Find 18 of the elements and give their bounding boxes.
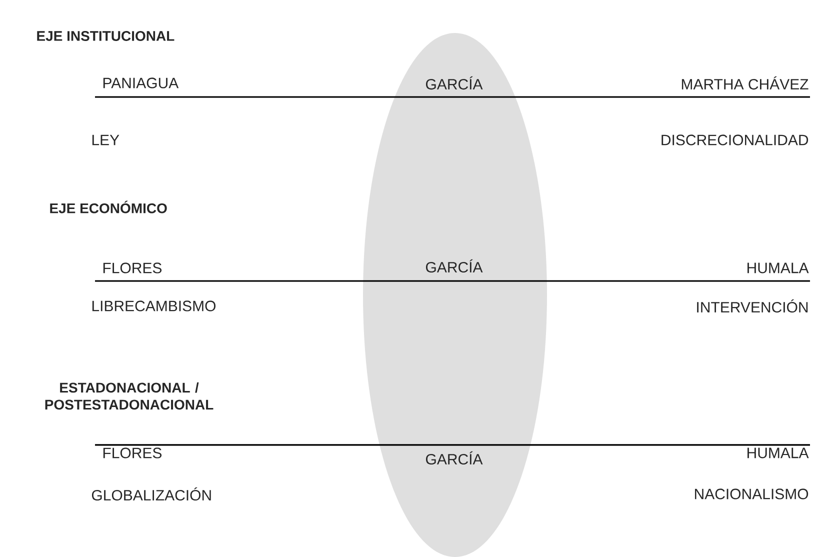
politician-name: FLORES [103, 262, 162, 274]
pole-label: LIBRECAMBISMO [92, 300, 216, 312]
axis-heading: EJE ECONÓMICO [50, 200, 167, 214]
pole-label: INTERVENCIÓN [697, 299, 808, 313]
politician-name: HUMALA [748, 448, 809, 458]
pole-label: NACIONALISMO [695, 488, 808, 500]
politician-name: FLORES [103, 448, 162, 458]
politician-name: PANIAGUA [103, 78, 179, 88]
axis-heading: ESTADONACIONAL / POSTESTADONACIONAL [45, 382, 214, 410]
politician-name: GARCÍA [426, 76, 483, 90]
politician-name: HUMALA [748, 262, 809, 274]
pole-label: DISCRECIONALIDAD [662, 134, 808, 146]
politician-name: GARCÍA [426, 451, 483, 465]
axis-heading: EJE INSTITUCIONAL [37, 31, 174, 41]
politician-name: GARCÍA [426, 259, 483, 273]
pole-label: GLOBALIZACIÓN [92, 487, 211, 501]
politician-name: MARTHA CHÁVEZ [682, 76, 808, 90]
pole-label: LEY [92, 134, 120, 146]
